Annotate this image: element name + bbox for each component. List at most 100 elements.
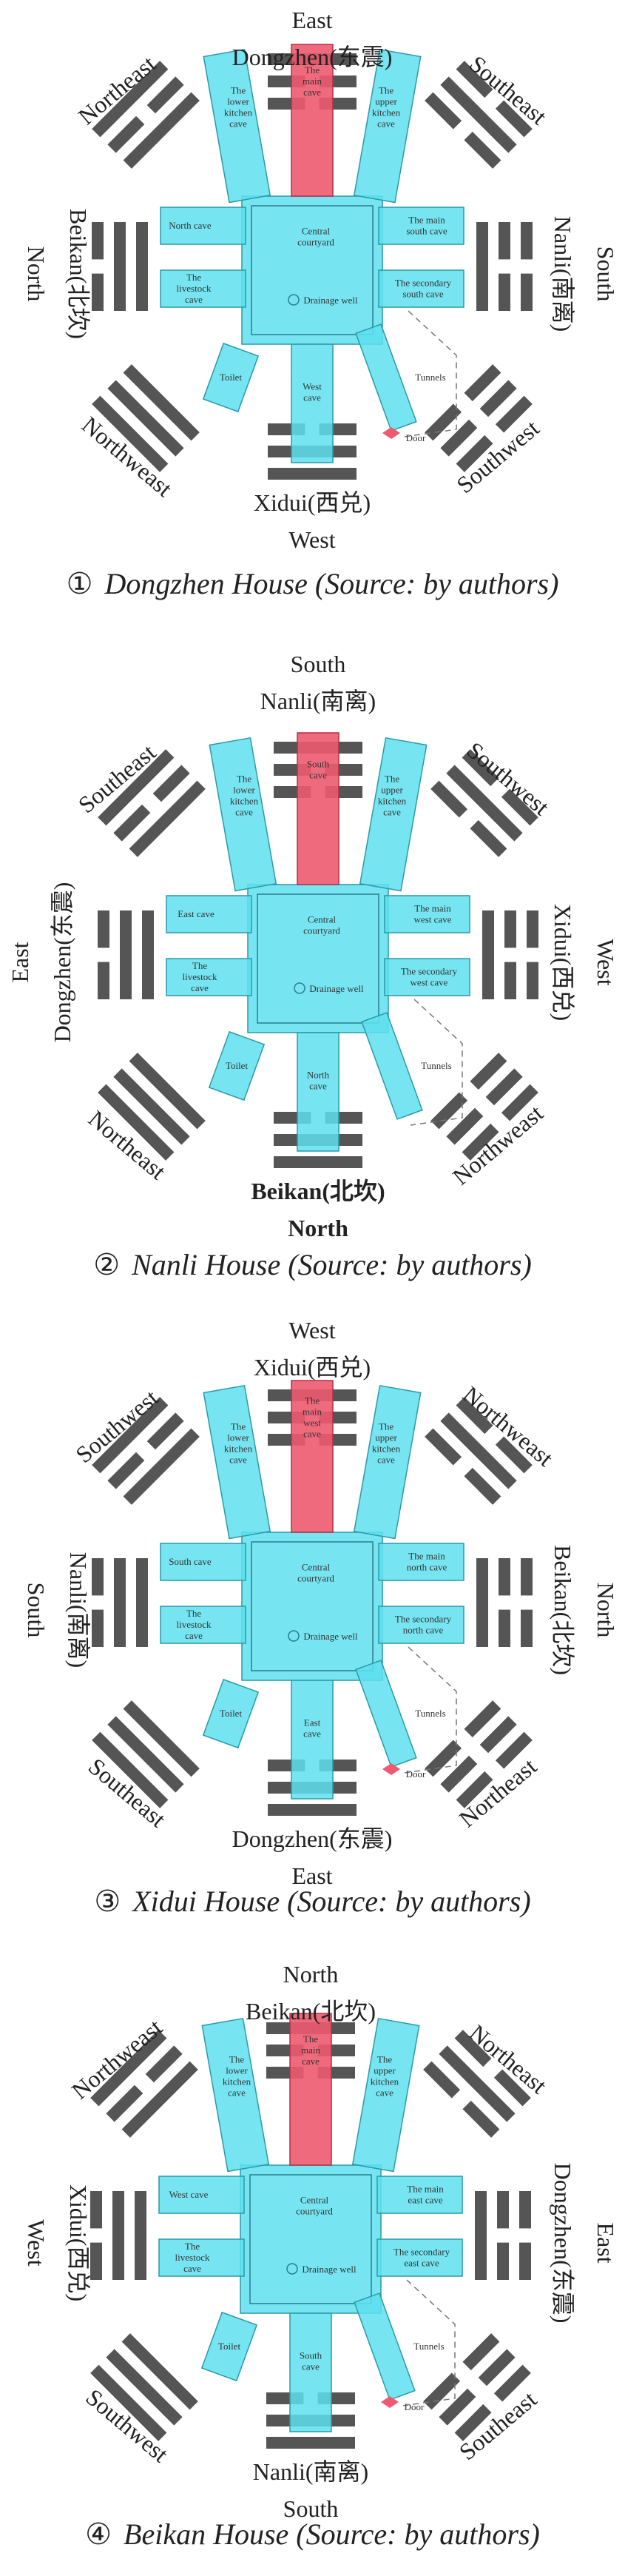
direction-bottom: East (291, 1862, 332, 1889)
room-label-drain: Drainage well (309, 983, 364, 994)
svg-text:The secondary: The secondary (395, 1614, 452, 1625)
direction-bottom-sub: Xidui(西兑) (254, 489, 371, 516)
direction-top-sub: Nanli(南离) (260, 688, 376, 714)
svg-text:north cave: north cave (407, 1562, 447, 1573)
yang-line (274, 1156, 362, 1168)
drainage-well-icon (294, 982, 305, 994)
bottom-cave (291, 1680, 334, 1799)
yang-line (129, 780, 206, 857)
svg-text:livestock: livestock (183, 971, 217, 982)
direction-bottom: North (288, 1215, 348, 1241)
svg-text:courtyard: courtyard (296, 2206, 333, 2217)
svg-text:Toilet: Toilet (220, 372, 243, 383)
svg-text:Tunnels: Tunnels (421, 1060, 451, 1071)
right-bottom-cave (384, 958, 470, 996)
yin-line (464, 1467, 501, 1505)
main-cave (289, 2013, 332, 2166)
toilet-area (208, 1030, 266, 1101)
toilet-area (202, 342, 260, 413)
svg-text:cave: cave (383, 807, 401, 818)
drainage-well-icon (288, 1630, 300, 1642)
yang-line (135, 2191, 146, 2280)
yin-line (499, 1558, 510, 1596)
svg-text:cave: cave (185, 1630, 203, 1641)
direction-left: West (23, 2219, 50, 2266)
yang-line (123, 92, 200, 169)
trigram-bars (90, 2030, 198, 2138)
tunnel-line (410, 999, 463, 1126)
svg-text:The: The (303, 2033, 318, 2045)
direction-top-sub: Dongzhen(东震) (232, 44, 393, 70)
svg-text:The: The (231, 85, 246, 96)
svg-text:Drainage well: Drainage well (302, 2264, 357, 2275)
door-icon (381, 2396, 399, 2408)
caves (160, 44, 464, 463)
yin-line (425, 1428, 462, 1466)
courtyard-outline (257, 893, 379, 1024)
yang-line (107, 1716, 184, 1793)
right-top-cave (378, 207, 464, 245)
yang-line (92, 1731, 169, 1808)
yang-line (92, 395, 169, 472)
yin-line (113, 804, 151, 842)
direction-left-sub: Dongzhen(东震) (49, 882, 75, 1043)
direction-left-sub: Nanli(南离) (65, 1552, 92, 1668)
svg-text:lower: lower (226, 2065, 248, 2076)
yin-line (478, 2349, 516, 2387)
trigram-bars (98, 1053, 206, 1161)
yin-line (145, 2045, 183, 2083)
room-label-toilet: Toilet (226, 1060, 249, 1071)
svg-text:The: The (379, 85, 393, 96)
tunnel-ramp (354, 2292, 416, 2401)
left-bottom-cave (160, 1606, 246, 1644)
svg-text:The: The (377, 2054, 392, 2065)
tunnel-ramp (361, 1012, 423, 1120)
yin-line (497, 2191, 509, 2229)
direction-left: North (23, 246, 50, 302)
svg-text:Toilet: Toilet (226, 1060, 249, 1071)
svg-text:main: main (303, 76, 322, 87)
yang-line (92, 61, 169, 138)
drainage-well-icon (288, 294, 300, 306)
caves (158, 2013, 463, 2432)
yin-line (425, 92, 462, 130)
svg-text:cave: cave (191, 982, 209, 993)
trigram-bars (476, 222, 533, 312)
yin-line (462, 2333, 500, 2371)
tunnel-line (404, 1646, 457, 1774)
trigram-bars (425, 1397, 533, 1505)
svg-text:kitchen: kitchen (372, 107, 401, 118)
room-label-door: Door (406, 1768, 426, 1780)
yang-line (136, 1558, 148, 1647)
yang-line (114, 222, 126, 311)
door-icon (382, 427, 400, 439)
courtyard-outline (251, 1541, 374, 1671)
left-top-cave (158, 2176, 245, 2214)
direction-bottom: West (288, 526, 335, 553)
trigram-bars (423, 2030, 531, 2138)
caption-number: ① (66, 567, 93, 600)
courtyard-outline (251, 205, 374, 335)
yin-line (501, 788, 538, 826)
svg-text:west: west (303, 1418, 321, 1429)
svg-text:cave: cave (303, 87, 321, 98)
room-label-drain: Drainage well (303, 1631, 358, 1642)
svg-text:livestock: livestock (177, 1619, 212, 1630)
svg-text:cave: cave (377, 118, 395, 130)
svg-text:Tunnels: Tunnels (415, 372, 445, 383)
direction-left: South (23, 1583, 50, 1638)
svg-text:cave: cave (183, 2263, 201, 2274)
svg-text:The: The (379, 1421, 393, 1432)
